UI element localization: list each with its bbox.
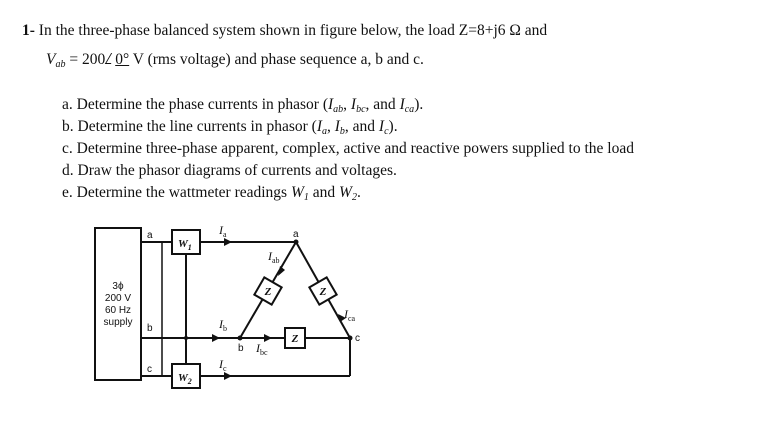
item-label: a. bbox=[62, 96, 73, 113]
item-c: c. Determine three-phase apparent, compl… bbox=[62, 140, 634, 158]
item-label: b. bbox=[62, 118, 74, 135]
arrow-iab bbox=[278, 266, 285, 276]
question-number: 1- bbox=[22, 22, 35, 39]
var: W bbox=[339, 184, 352, 201]
question-intro-text: In the three-phase balanced system shown… bbox=[38, 22, 548, 39]
given-voltage: Vab = 200 0° V (rms voltage) and phase se… bbox=[46, 51, 424, 70]
var: W bbox=[290, 184, 304, 201]
given-eq: = 200 bbox=[69, 51, 106, 68]
var-sub: ab bbox=[333, 104, 344, 115]
var: I bbox=[350, 96, 357, 113]
given-angle: 0° bbox=[115, 51, 130, 68]
var-sub: a bbox=[321, 126, 327, 137]
item-label: c. bbox=[62, 140, 73, 157]
current-ib-label: Ib bbox=[218, 317, 227, 333]
item-text: . bbox=[356, 184, 361, 201]
item-text: Determine the line currents in phasor ( bbox=[77, 118, 317, 135]
var: I bbox=[378, 118, 385, 135]
current-ibc-label: Ibc bbox=[255, 341, 268, 357]
supply-label-2: 200 V bbox=[105, 293, 131, 304]
supply-label-1: 3ϕ bbox=[112, 281, 124, 292]
item-text: and bbox=[308, 184, 340, 201]
var-sub: c bbox=[384, 126, 389, 137]
var-sub: b bbox=[339, 126, 345, 137]
terminal-b: b bbox=[147, 323, 153, 334]
supply-box bbox=[94, 227, 142, 381]
item-text: ). bbox=[414, 96, 424, 113]
current-ia-label: Ia bbox=[218, 223, 227, 239]
item-text: Determine the phase currents in phasor ( bbox=[76, 96, 328, 113]
supply-label-4: supply bbox=[104, 317, 133, 328]
junction-dot bbox=[184, 336, 188, 340]
wattmeter-2 bbox=[171, 363, 201, 389]
node-c-label: c bbox=[355, 333, 360, 344]
question-intro: 1- In the three-phase balanced system sh… bbox=[22, 22, 547, 40]
item-label: e. bbox=[62, 184, 73, 201]
item-text: , and bbox=[365, 96, 400, 113]
var-sub: 1 bbox=[303, 192, 309, 203]
current-ica-label: Ica bbox=[343, 307, 356, 323]
item-b: b. Determine the line currents in phasor… bbox=[62, 118, 398, 137]
item-text: Determine the wattmeter readings bbox=[76, 184, 291, 201]
var: I bbox=[316, 118, 322, 135]
wattmeter-1-label: W1 bbox=[178, 238, 192, 252]
given-var: V bbox=[46, 51, 56, 68]
impedance-ab bbox=[252, 275, 284, 307]
var: I bbox=[399, 96, 405, 113]
arrow-ica bbox=[338, 314, 346, 322]
node-c-dot bbox=[347, 335, 353, 341]
wattmeter-2-label: W2 bbox=[178, 372, 192, 386]
arrow-ia bbox=[224, 238, 232, 246]
item-label: d. bbox=[62, 162, 74, 179]
current-iab-label: Iab bbox=[267, 249, 280, 265]
impedance-bc bbox=[284, 327, 306, 349]
var-sub: 2 bbox=[351, 192, 357, 203]
item-text: , and bbox=[344, 118, 379, 135]
item-a: a. Determine the phase currents in phaso… bbox=[62, 96, 424, 115]
impedance-ab-label: Z bbox=[264, 286, 272, 298]
given-var-sub: ab bbox=[55, 59, 66, 70]
supply-label-3: 60 Hz bbox=[105, 305, 131, 316]
impedance-bc-label: Z bbox=[291, 333, 299, 345]
node-a-dot bbox=[293, 239, 299, 245]
var-sub: ca bbox=[404, 104, 415, 115]
current-ic-label: Ic bbox=[218, 357, 227, 373]
arrow-ib bbox=[212, 334, 220, 342]
item-d: d. Draw the phasor diagrams of currents … bbox=[62, 162, 397, 180]
item-text: Draw the phasor diagrams of currents and… bbox=[77, 162, 397, 179]
wattmeter-1 bbox=[171, 229, 201, 255]
var-sub: bc bbox=[356, 104, 366, 115]
terminal-c: c bbox=[147, 364, 152, 375]
node-b-dot bbox=[237, 335, 243, 341]
terminal-a: a bbox=[147, 230, 153, 241]
impedance-ca bbox=[307, 275, 339, 307]
arrow-ibc bbox=[264, 334, 272, 342]
var: I bbox=[334, 118, 340, 135]
item-e: e. Determine the wattmeter readings W1 a… bbox=[62, 184, 361, 203]
given-rest: V (rms voltage) and phase sequence a, b … bbox=[132, 51, 424, 68]
var: I bbox=[328, 96, 334, 113]
node-a-label: a bbox=[293, 229, 299, 240]
impedance-ca-label: Z bbox=[319, 286, 327, 298]
item-text: Determine three-phase apparent, complex,… bbox=[76, 140, 634, 157]
node-b-label: b bbox=[238, 343, 244, 354]
arrow-ic bbox=[224, 372, 232, 380]
item-text: ). bbox=[388, 118, 398, 135]
